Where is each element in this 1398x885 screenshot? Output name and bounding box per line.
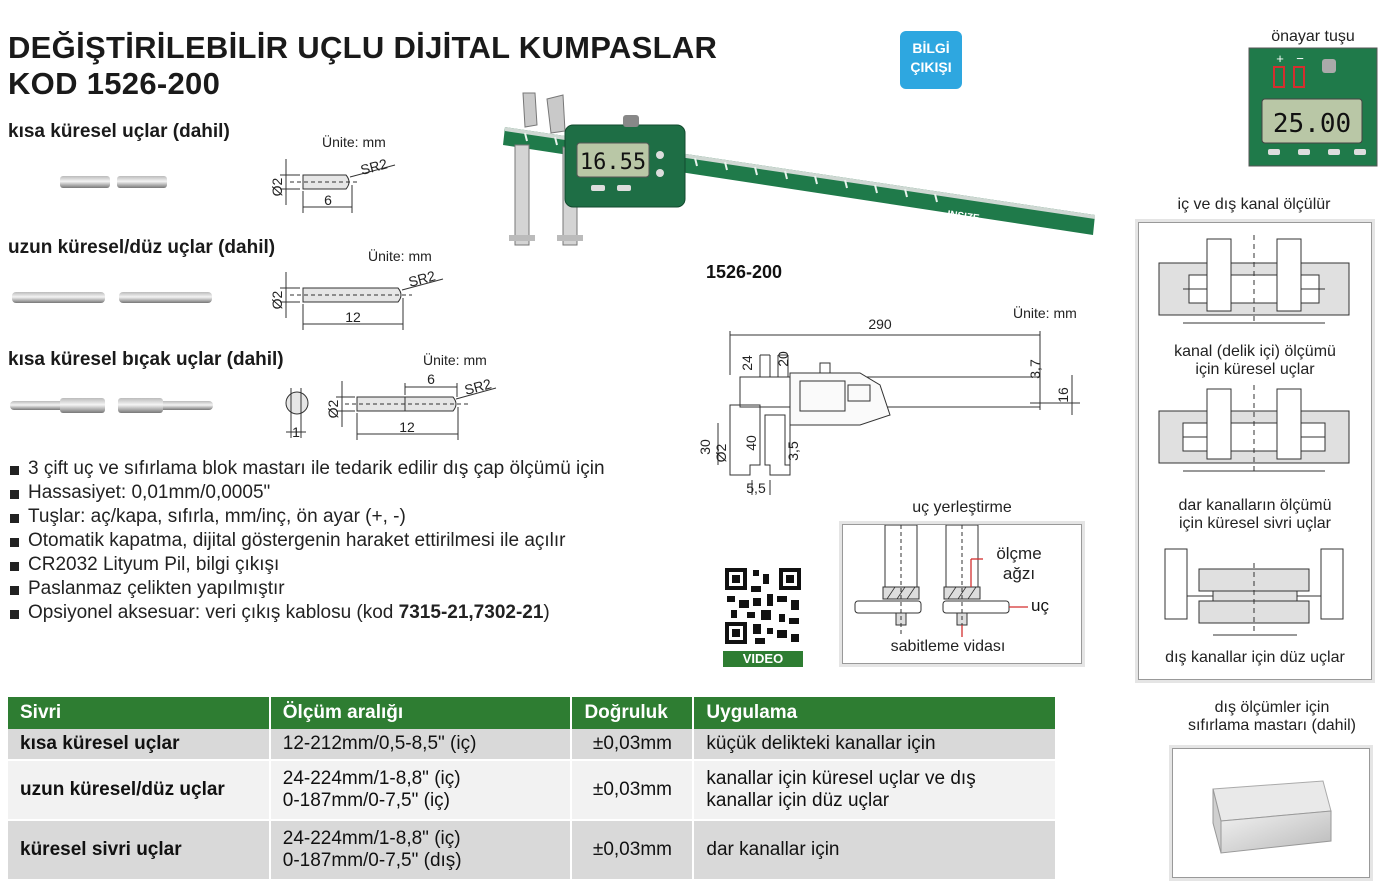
table-cell-tip: kısa küresel uçlar <box>8 729 271 761</box>
preset-lcd-reading: 25.00 <box>1273 109 1351 139</box>
dim-label: 20 <box>775 351 791 367</box>
table-cell-application: küçük delikteki kanallar için <box>693 729 1057 761</box>
setting-block-panel <box>1172 748 1370 878</box>
unit-label: Ünite: mm <box>423 351 487 368</box>
tip-placement-diagram <box>854 524 1028 637</box>
short-tip-drawing <box>280 159 396 213</box>
dimension-drawing: 290 24 20 3,7 16 30 Ø2 40 3,5 5,5 <box>697 316 1080 496</box>
dim-radius: SR2 <box>463 375 494 398</box>
table-row: kısa küresel uçlar 12-212mm/0,5-8,5" (iç… <box>8 729 1057 761</box>
dim-length: 6 <box>324 192 332 208</box>
table-header: Ölçüm aralığı <box>269 697 573 729</box>
table-cell-accuracy: ±0,03mm <box>571 820 695 881</box>
tip-placement-caption: uç yerleştirme <box>912 499 1012 516</box>
feature-item: Paslanmaz çelikten yapılmıştır <box>8 577 648 601</box>
long-tip-image <box>12 292 105 303</box>
dim-blade-thickness: 1 <box>292 424 300 440</box>
blade-tip-drawing <box>285 381 497 440</box>
tip-section-title: kısa küresel uçlar (dahil) <box>8 121 230 142</box>
data-output-badge: BİLGİ ÇIKIŞI <box>900 31 962 89</box>
long-tip-drawing <box>280 272 444 330</box>
table-row: uzun küresel/düz uçlar 24-224mm/1-8,8" (… <box>8 760 1057 821</box>
qr-video-label: VIDEO <box>723 651 803 667</box>
feature-item: 3 çift uç ve sıfırlama blok mastarı ile … <box>8 457 648 481</box>
groove-diagrams <box>1158 235 1350 636</box>
page-title: DEĞİŞTİRİLEBİLİR UÇLU DİJİTAL KUMPASLAR … <box>8 30 718 101</box>
dim-radius: SR2 <box>359 155 390 178</box>
feature-item: Opsiyonel aksesuar: veri çıkış kablosu (… <box>8 601 648 625</box>
dim-blade-length: 6 <box>427 371 435 387</box>
table-cell-range: 24-224mm/1-8,8" (iç)0-187mm/0-7,5" (iç) <box>269 760 573 821</box>
dim-radius: SR2 <box>407 267 438 290</box>
groove-label-2: dar kanalların ölçümü için küresel sivri… <box>1178 497 1332 532</box>
table-row: küresel sivri uçlar 24-224mm/1-8,8" (iç)… <box>8 820 1057 881</box>
unit-label: Ünite: mm <box>322 133 386 150</box>
dim-diameter: Ø2 <box>269 290 285 309</box>
label-measuring-jaw: ölçme ağzı <box>996 544 1042 583</box>
unit-label: Ünite: mm <box>368 247 432 264</box>
dim-length: 12 <box>345 309 361 325</box>
setting-block-caption: dış ölçümler için sıfırlama mastarı (dah… <box>1187 699 1357 734</box>
dim-label: 30 <box>697 439 713 455</box>
tip-section-title: uzun küresel/düz uçlar (dahil) <box>8 237 276 258</box>
dim-label: 3,7 <box>1027 359 1043 379</box>
table-cell-range: 24-224mm/1-8,8" (iç)0-187mm/0-7,5" (dış) <box>269 820 573 881</box>
dim-diameter: Ø2 <box>269 177 285 196</box>
tip-drawings: Ünite: mm Ø2 SR2 6 Ünite: mm Ø2 SR2 12 Ü… <box>10 133 497 440</box>
dim-length: 12 <box>399 419 415 435</box>
spec-table: Sivri Ölçüm aralığı Doğruluk Uygulama kı… <box>8 697 1057 881</box>
table-cell-tip: küresel sivri uçlar <box>8 820 271 881</box>
feature-item: Otomatik kapatma, dijital göstergenin ha… <box>8 529 648 553</box>
dim-label: 290 <box>868 316 892 332</box>
groove-panel: kanal (delik içi) ölçümü için küresel uç… <box>1138 222 1372 680</box>
lcd-reading: 16.55 <box>580 150 646 175</box>
preset-key-image: + − 25.00 <box>1248 47 1378 167</box>
table-cell-range: 12-212mm/0,5-8,5" (iç) <box>269 729 573 761</box>
caliper-product-image: INSIZE 16.55 <box>503 92 1095 246</box>
brand-logo: INSIZE <box>947 209 981 224</box>
dim-label: 16 <box>1055 387 1071 403</box>
groove-caption: iç ve dış kanal ölçülür <box>1177 196 1331 213</box>
table-header: Uygulama <box>693 697 1057 729</box>
short-tip-image <box>117 176 167 188</box>
plus-key-label: + <box>1276 51 1284 66</box>
table-cell-accuracy: ±0,03mm <box>571 729 695 761</box>
qr-code-icon <box>723 566 803 646</box>
tip-section-title: kısa küresel bıçak uçlar (dahil) <box>8 349 284 370</box>
dim-label: 5,5 <box>746 480 766 496</box>
table-cell-tip: uzun küresel/düz uçlar <box>8 760 271 821</box>
table-header: Sivri <box>8 697 271 729</box>
label-fixing-screw: sabitleme vidası <box>890 638 1006 655</box>
short-tip-image <box>60 176 110 188</box>
dim-label: Ø2 <box>713 443 729 462</box>
feature-item: Hassasiyet: 0,01mm/0,0005" <box>8 481 648 505</box>
model-label: 1526-200 <box>706 262 783 282</box>
table-cell-application: dar kanallar için <box>693 820 1057 881</box>
dim-diameter: Ø2 <box>325 399 341 418</box>
label-tip: uç <box>1031 596 1049 615</box>
tip-placement-panel <box>842 524 1082 664</box>
feature-item: CR2032 Lityum Pil, bilgi çıkışı <box>8 553 648 577</box>
preset-caption: önayar tuşu <box>1271 28 1355 45</box>
groove-label-1: kanal (delik içi) ölçümü için küresel uç… <box>1174 343 1336 378</box>
dim-label: 3,5 <box>785 441 801 461</box>
setting-block-image <box>1212 780 1332 854</box>
groove-label-3: dış kanallar için düz uçlar <box>1165 649 1345 666</box>
dim-label: 24 <box>739 355 755 371</box>
long-tip-image <box>119 292 212 303</box>
feature-item: Tuşlar: aç/kapa, sıfırla, mm/inç, ön aya… <box>8 505 648 529</box>
table-header: Doğruluk <box>571 697 695 729</box>
qr-code[interactable]: VIDEO <box>723 566 803 667</box>
table-cell-accuracy: ±0,03mm <box>571 760 695 821</box>
dim-label: 40 <box>743 435 759 451</box>
drawing-unit-label: Ünite: mm <box>1013 305 1077 321</box>
minus-key-label: − <box>1296 51 1304 66</box>
feature-list: 3 çift uç ve sıfırlama blok mastarı ile … <box>8 457 648 625</box>
